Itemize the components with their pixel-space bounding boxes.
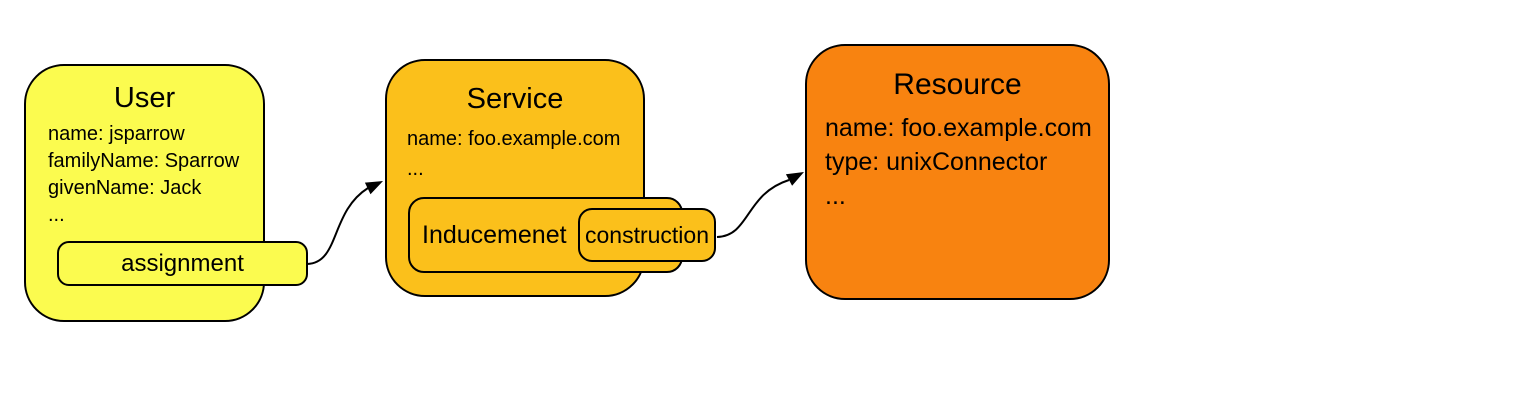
service-attr-name: name: foo.example.com [407,128,621,151]
user-attr-ellipsis: ... [48,204,65,227]
service-node-title: Service [466,83,564,115]
service-node-attributes: name: foo.example.com ... [407,124,643,184]
assignment-to-service-edge [306,187,369,265]
user-node-title: User [113,82,176,114]
assignment-to-service-arrowhead-icon [364,181,383,195]
user-node-attributes: name: jsparrow familyName: Sparrow given… [48,121,263,229]
resource-attr-ellipsis: ... [825,181,846,210]
construction-label: construction [584,221,709,248]
resource-node-title: Resource [893,68,1022,101]
resource-node[interactable]: Resource name: foo.example.com type: uni… [805,44,1110,300]
service-attr-ellipsis: ... [407,158,424,181]
assignment-label: assignment [121,249,244,277]
resource-attr-type: type: unixConnector [825,147,1048,176]
construction-label-box[interactable]: construction [578,208,716,262]
user-attr-familyname: familyName: Sparrow [48,150,240,173]
resource-node-attributes: name: foo.example.com type: unixConnecto… [825,111,1108,213]
assignment-label-box[interactable]: assignment [57,241,308,286]
user-attr-givenname: givenName: Jack [48,177,202,200]
user-attr-name: name: jsparrow [48,123,185,146]
construction-to-resource-arrowhead-icon [785,172,804,186]
construction-to-resource-edge [716,179,790,238]
inducement-label: Inducemenet [422,220,567,249]
resource-attr-name: name: foo.example.com [825,113,1092,142]
